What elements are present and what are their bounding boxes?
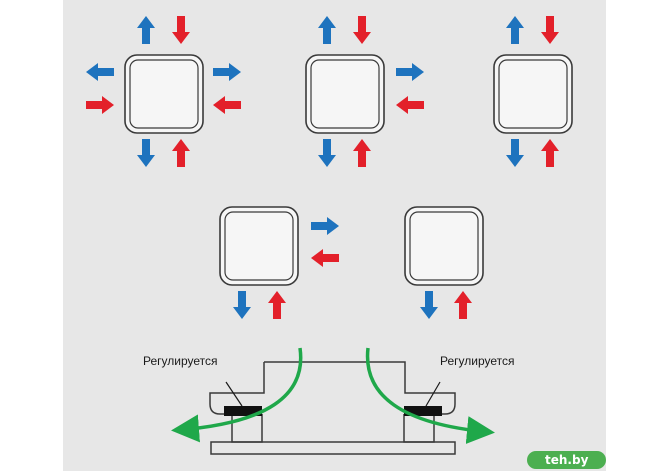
left-label-pointer bbox=[225, 381, 243, 407]
blue-arrow-icon bbox=[506, 16, 524, 44]
diffuser-squares bbox=[124, 54, 573, 286]
watermark-badge bbox=[527, 451, 606, 469]
base-plate bbox=[210, 441, 456, 455]
red-arrow-icon bbox=[311, 249, 339, 267]
red-arrow-icon bbox=[86, 96, 114, 114]
blue-arrow-icon bbox=[233, 291, 251, 319]
left-damper bbox=[224, 406, 262, 416]
diffuser-2way-opposite-inner bbox=[498, 59, 568, 129]
diffuser-4way-inner bbox=[129, 59, 199, 129]
left-adjustable-label: Регулируется bbox=[143, 354, 218, 368]
watermark-text: teh.by bbox=[545, 453, 589, 467]
blue-arrow-icon bbox=[506, 139, 524, 167]
red-arrow-icon bbox=[353, 16, 371, 44]
left-collar-outline bbox=[209, 362, 265, 415]
red-arrow-icon bbox=[268, 291, 286, 319]
right-damper bbox=[404, 406, 442, 416]
right-label-pointer bbox=[425, 381, 441, 407]
red-arrow-icon bbox=[172, 139, 190, 167]
diffuser-3way bbox=[305, 54, 385, 134]
blue-arrow-icon bbox=[318, 139, 336, 167]
diffuser-2way-opposite-outer bbox=[493, 54, 573, 134]
blue-arrow-icon bbox=[137, 16, 155, 44]
diffuser-2way-corner-inner bbox=[224, 211, 294, 281]
diffuser-3way-inner bbox=[310, 59, 380, 129]
red-arrow-icon bbox=[396, 96, 424, 114]
diffuser-1way bbox=[404, 206, 484, 286]
flow-arrows bbox=[86, 16, 559, 319]
red-arrow-icon bbox=[172, 16, 190, 44]
diffuser-1way-inner bbox=[409, 211, 479, 281]
diffuser-1way-outer bbox=[404, 206, 484, 286]
red-arrow-icon bbox=[213, 96, 241, 114]
diffuser-4way bbox=[124, 54, 204, 134]
blue-arrow-icon bbox=[311, 217, 339, 235]
red-arrow-icon bbox=[454, 291, 472, 319]
watermark: teh.by bbox=[527, 451, 606, 469]
blue-arrow-icon bbox=[213, 63, 241, 81]
red-arrow-icon bbox=[353, 139, 371, 167]
blue-arrow-icon bbox=[137, 139, 155, 167]
red-arrow-icon bbox=[541, 139, 559, 167]
diffuser-2way-corner-outer bbox=[219, 206, 299, 286]
diffuser-2way-corner bbox=[219, 206, 299, 286]
diffuser-4way-outer bbox=[124, 54, 204, 134]
right-collar-outline bbox=[264, 361, 456, 415]
diffuser-cross-section bbox=[209, 361, 456, 455]
blue-arrow-icon bbox=[420, 291, 438, 319]
right-airflow-arrow bbox=[365, 347, 495, 444]
blue-arrow-icon bbox=[86, 63, 114, 81]
blue-arrow-icon bbox=[318, 16, 336, 44]
diffuser-3way-outer bbox=[305, 54, 385, 134]
diffuser-2way-opposite bbox=[493, 54, 573, 134]
red-arrow-icon bbox=[541, 16, 559, 44]
right-adjustable-label: Регулируется bbox=[440, 354, 515, 368]
left-airflow-arrow bbox=[171, 347, 303, 443]
blue-arrow-icon bbox=[396, 63, 424, 81]
